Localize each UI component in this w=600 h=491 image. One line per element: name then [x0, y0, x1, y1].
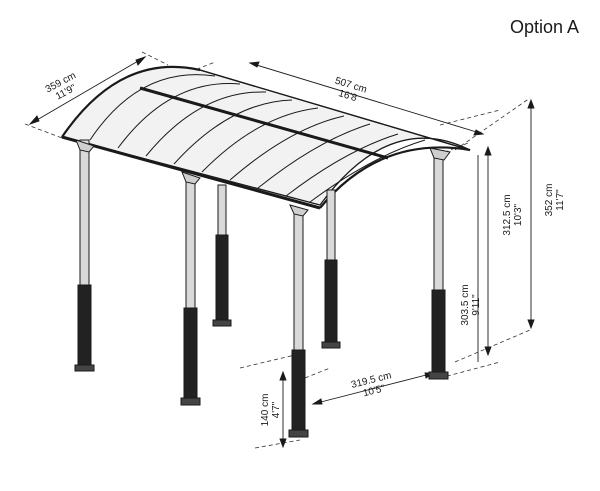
base-height-metric-label: 140 cm [260, 394, 271, 427]
post-back-right [428, 154, 449, 380]
dimension-lines [28, 56, 535, 449]
post-height-metric-label: 303.5 cm [460, 284, 471, 325]
option-title: Option A [510, 17, 579, 37]
total-height-metric-label: 352 cm [544, 184, 555, 217]
post-front-right [288, 211, 309, 438]
base-height-imperial-label: 4'7" [271, 401, 282, 418]
total-height-imperial-label: 11'7" [555, 189, 566, 211]
posts [74, 139, 451, 438]
post-spacing-imperial-label: 10'5" [362, 383, 387, 399]
rear-height-imperial-label: 10'3" [513, 203, 524, 226]
post-front-left [74, 139, 95, 372]
post-back-middle [321, 189, 341, 349]
roof [60, 65, 471, 210]
post-height-imperial-label: 9'11" [471, 294, 482, 316]
rear-height-metric-label: 312.5 cm [502, 194, 513, 235]
length-imperial-label: 16'8 [337, 88, 358, 104]
post-back-left [212, 184, 232, 327]
post-front-middle [180, 177, 201, 406]
